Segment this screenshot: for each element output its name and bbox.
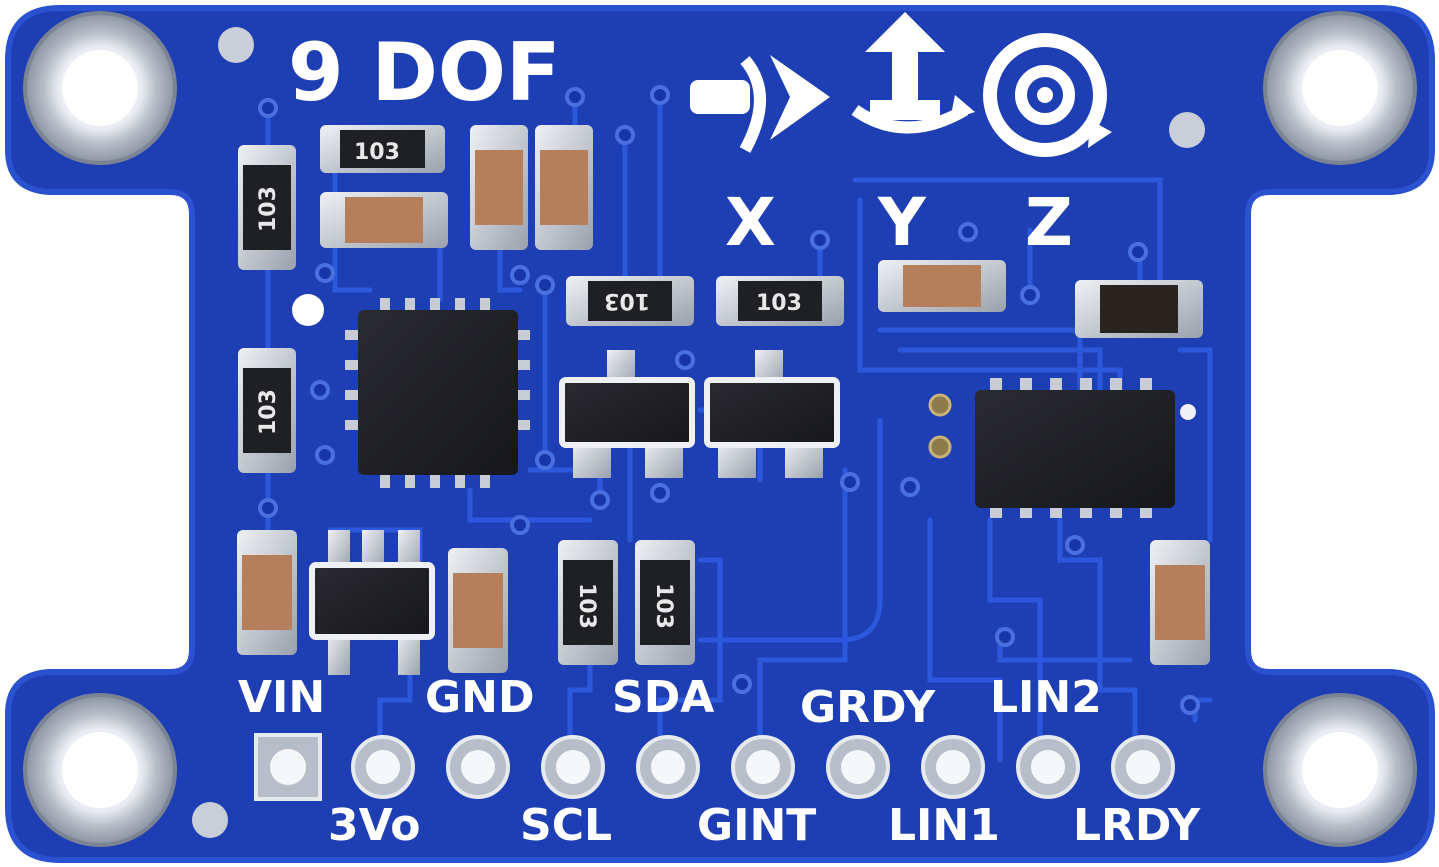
- svg-text:103: 103: [256, 186, 281, 232]
- vias: [258, 85, 1200, 715]
- capacitor-c3: [535, 125, 593, 250]
- resistor-r2: 103: [238, 145, 296, 270]
- pin-label-sda: SDA: [612, 672, 714, 723]
- capacitor-c8: [1150, 540, 1210, 665]
- svg-text:103: 103: [354, 140, 400, 165]
- accel-mag-chip: [928, 378, 1196, 518]
- axis-label-x: X: [725, 184, 776, 261]
- level-shifter-fet-2: [704, 350, 840, 478]
- gyro-chip: [345, 298, 530, 488]
- fiducial-top-left: [218, 27, 254, 63]
- capacitor-c6: [237, 530, 297, 655]
- svg-text:103: 103: [256, 389, 281, 435]
- capacitor-c5: [1075, 280, 1203, 338]
- board-title: 9 DOF: [288, 26, 561, 119]
- x-rotation-icon: [690, 55, 830, 153]
- capacitor-c1: [320, 192, 448, 248]
- capacitors: [237, 125, 1210, 673]
- capacitor-c2: [470, 125, 528, 250]
- header-pads: [254, 733, 1175, 801]
- pin-label-scl: SCL: [520, 800, 612, 851]
- y-rotation-icon: [851, 12, 975, 134]
- copper-traces: [265, 92, 1213, 763]
- axis-label-y: Y: [877, 184, 927, 261]
- pin-label-lrdy: LRDY: [1073, 800, 1201, 851]
- svg-text:103: 103: [574, 583, 599, 629]
- mounting-holes: [23, 11, 1417, 847]
- resistor-r5: 103: [716, 276, 844, 326]
- svg-text:103: 103: [651, 583, 676, 629]
- svg-text:103: 103: [604, 288, 650, 313]
- pin-label-grdy: GRDY: [800, 682, 936, 733]
- pin-label-lin2: LIN2: [990, 672, 1102, 723]
- svg-text:103: 103: [756, 291, 802, 316]
- axis-label-z: Z: [1025, 184, 1073, 261]
- pin-label-gnd: GND: [425, 672, 534, 723]
- capacitor-c7: [448, 548, 508, 673]
- resistor-r6: 103: [558, 540, 618, 665]
- pin-label-vin: VIN: [238, 672, 325, 723]
- pin-label-lin1: LIN1: [888, 800, 1000, 851]
- resistor-r3: 103: [238, 348, 296, 473]
- silkscreen-header: 9 DOF X Y Z: [288, 12, 1112, 261]
- capacitor-c4: [878, 260, 1006, 312]
- pin-labels: VIN GND SDA GRDY LIN2 3Vo SCL GINT LIN1 …: [238, 672, 1201, 851]
- z-rotation-icon: [983, 33, 1112, 157]
- fiducial-bottom-left: [192, 802, 228, 838]
- pin1-marker-dot: [292, 294, 324, 326]
- level-shifter-fet-1: [559, 350, 695, 478]
- resistor-r7: 103: [635, 540, 695, 665]
- pin-label-3vo: 3Vo: [328, 800, 421, 851]
- resistor-r4: 103: [566, 276, 694, 326]
- resistor-r1: 103: [320, 125, 445, 173]
- pin-label-gint: GINT: [697, 800, 816, 851]
- voltage-regulator: [309, 530, 435, 675]
- fiducial-top-right: [1169, 112, 1205, 148]
- resistors: 103 103 103 103 103 103: [238, 125, 844, 665]
